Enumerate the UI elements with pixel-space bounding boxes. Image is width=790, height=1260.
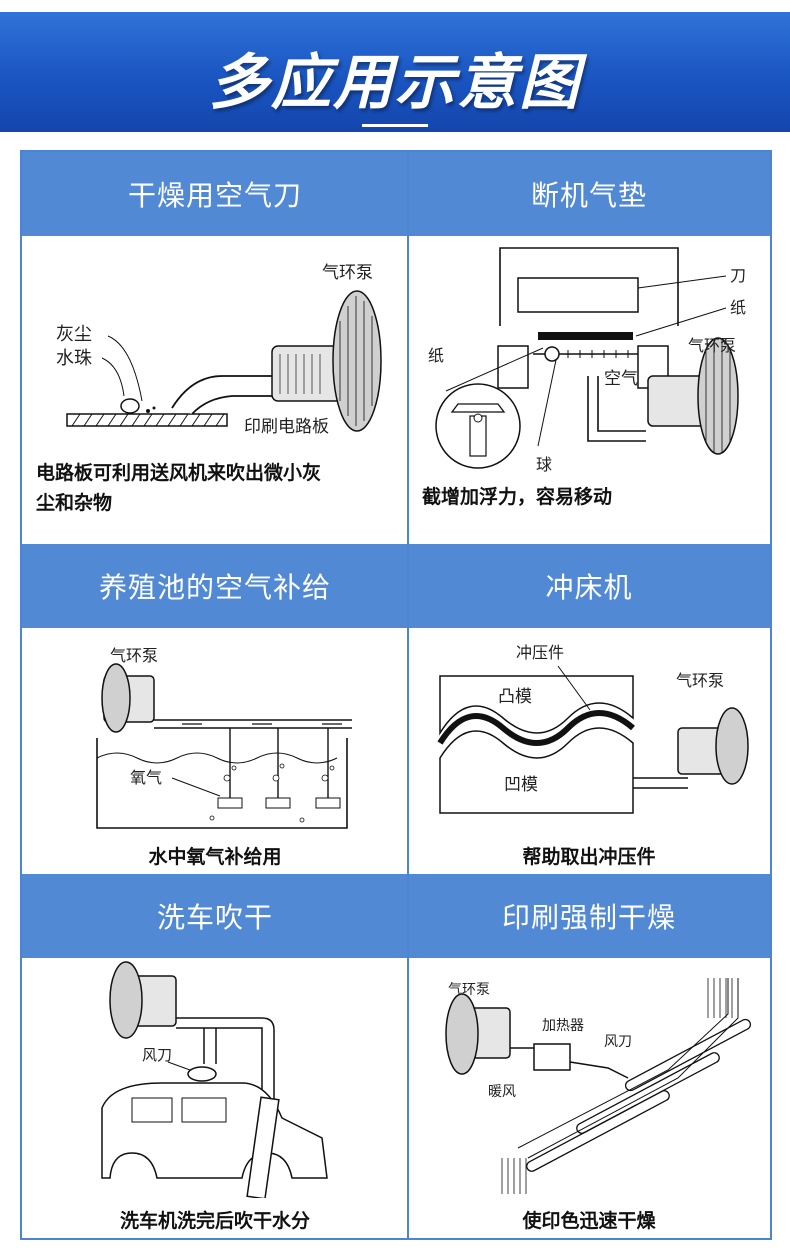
blower-motor bbox=[271, 345, 343, 402]
label-pump: 气环泵 bbox=[110, 646, 158, 665]
label-paper: 纸 bbox=[730, 298, 746, 317]
panel-pond-aeration: 养殖池的空气补给 气环泵 氧气 水中氧气补给用 bbox=[22, 544, 408, 874]
panel-title: 干燥用空气刀 bbox=[22, 152, 408, 236]
label-warm-air: 暖风 bbox=[488, 1084, 516, 1100]
air-pipe bbox=[171, 375, 288, 415]
car-wash-diagram: 风刀 bbox=[101, 961, 328, 1200]
pond-tank bbox=[96, 738, 348, 829]
ring-blower-housing bbox=[101, 663, 131, 733]
air-knife-diagram: 气环泵 灰尘 水珠 印刷电路板 bbox=[56, 263, 382, 437]
label-paper-zoom: 纸 bbox=[428, 346, 444, 365]
label-air: 空气 bbox=[604, 369, 638, 389]
banner-underline bbox=[362, 124, 428, 127]
panel-diagram: 冲压件 凸模 凹模 气环泵 帮助取出冲压件 bbox=[408, 628, 770, 874]
label-pump: 气环泵 bbox=[322, 263, 373, 283]
panel-print-drying: 印刷强制干燥 气环泵 加热器 风刀 暖风 bbox=[408, 874, 770, 1238]
ring-blower-housing bbox=[445, 993, 479, 1075]
panel-caption: 电路板可利用送风机来吹出微小灰尘和杂物 bbox=[36, 462, 322, 514]
water-drop bbox=[120, 398, 140, 414]
punch-press-diagram: 冲压件 凸模 凹模 气环泵 bbox=[437, 643, 749, 814]
label-lower-die: 凹模 bbox=[504, 775, 538, 795]
label-air-knife: 风刀 bbox=[142, 1046, 172, 1064]
pond-diagram: 气环泵 氧气 bbox=[96, 646, 352, 829]
label-pump: 气环泵 bbox=[676, 671, 724, 690]
panel-title: 冲床机 bbox=[408, 544, 770, 628]
application-grid: 干燥用空气刀 bbox=[20, 150, 772, 1240]
print-drying-diagram: 气环泵 加热器 风刀 暖风 bbox=[445, 978, 752, 1194]
banner-title: 多应用示意图 bbox=[209, 48, 581, 118]
panel-diagram: 气环泵 氧气 水中氧气补给用 bbox=[22, 628, 408, 874]
ring-blower-housing bbox=[715, 707, 749, 785]
air-knife bbox=[187, 1066, 217, 1082]
label-oxygen: 氧气 bbox=[130, 768, 162, 787]
upper-die bbox=[439, 675, 634, 736]
label-water: 水珠 bbox=[56, 348, 92, 369]
label-heater: 加热器 bbox=[542, 1018, 584, 1034]
ring-blower-housing bbox=[109, 961, 143, 1039]
ring-blower-housing bbox=[332, 290, 382, 432]
panel-caption: 使印色迅速干燥 bbox=[522, 1210, 656, 1232]
car-body bbox=[101, 1082, 328, 1179]
panel-title: 印刷强制干燥 bbox=[408, 874, 770, 958]
ball bbox=[544, 346, 560, 362]
panel-title: 养殖池的空气补给 bbox=[22, 544, 408, 628]
panel-car-wash: 洗车吹干 风刀 洗车机洗完后吹干水分 bbox=[22, 874, 408, 1238]
label-air-knife: 风刀 bbox=[604, 1034, 632, 1050]
lower-die bbox=[439, 727, 634, 814]
paper-stack bbox=[538, 332, 633, 340]
air-cushion-diagram: 刀 纸 纸 气环泵 空气 球 bbox=[428, 247, 746, 474]
panel-air-knife-drying: 干燥用空气刀 bbox=[22, 152, 408, 544]
panel-diagram: 风刀 洗车机洗完后吹干水分 bbox=[22, 958, 408, 1238]
column-divider bbox=[407, 152, 409, 1238]
label-knife: 刀 bbox=[730, 266, 746, 285]
heater bbox=[533, 1043, 571, 1071]
label-ball: 球 bbox=[536, 455, 552, 474]
panel-caption: 截增加浮力，容易移动 bbox=[422, 486, 613, 508]
panel-punch-press: 冲床机 冲压件 凸模 凹模 气环泵 帮助取出冲压件 bbox=[408, 544, 770, 874]
label-dust: 灰尘 bbox=[56, 324, 92, 345]
knife bbox=[517, 277, 639, 313]
label-pump: 气环泵 bbox=[448, 982, 490, 998]
panel-caption: 水中氧气补给用 bbox=[148, 846, 282, 868]
panel-diagram: 气环泵 灰尘 水珠 印刷电路板 电路板可利用送风机来吹出微小灰尘和杂物 bbox=[22, 236, 408, 544]
label-part: 冲压件 bbox=[516, 643, 564, 662]
panel-title: 洗车吹干 bbox=[22, 874, 408, 958]
label-board: 印刷电路板 bbox=[244, 417, 329, 437]
banner: 多应用示意图 bbox=[0, 12, 790, 132]
circuit-board bbox=[66, 413, 228, 427]
label-upper-die: 凸模 bbox=[498, 687, 532, 707]
panel-diagram: 刀 纸 纸 气环泵 空气 球 截增加浮力，容易移动 bbox=[408, 236, 770, 544]
panel-diagram: 气环泵 加热器 风刀 暖风 使印色迅速干燥 bbox=[408, 958, 770, 1238]
ring-blower-housing bbox=[697, 337, 739, 455]
panel-caption: 帮助取出冲压件 bbox=[522, 846, 656, 868]
stamped-part bbox=[437, 710, 635, 746]
panel-title: 断机气垫 bbox=[408, 152, 770, 236]
panel-caption: 洗车机洗完后吹干水分 bbox=[119, 1210, 310, 1232]
panel-air-cushion: 断机气垫 bbox=[408, 152, 770, 544]
label-pump: 气环泵 bbox=[688, 336, 736, 355]
